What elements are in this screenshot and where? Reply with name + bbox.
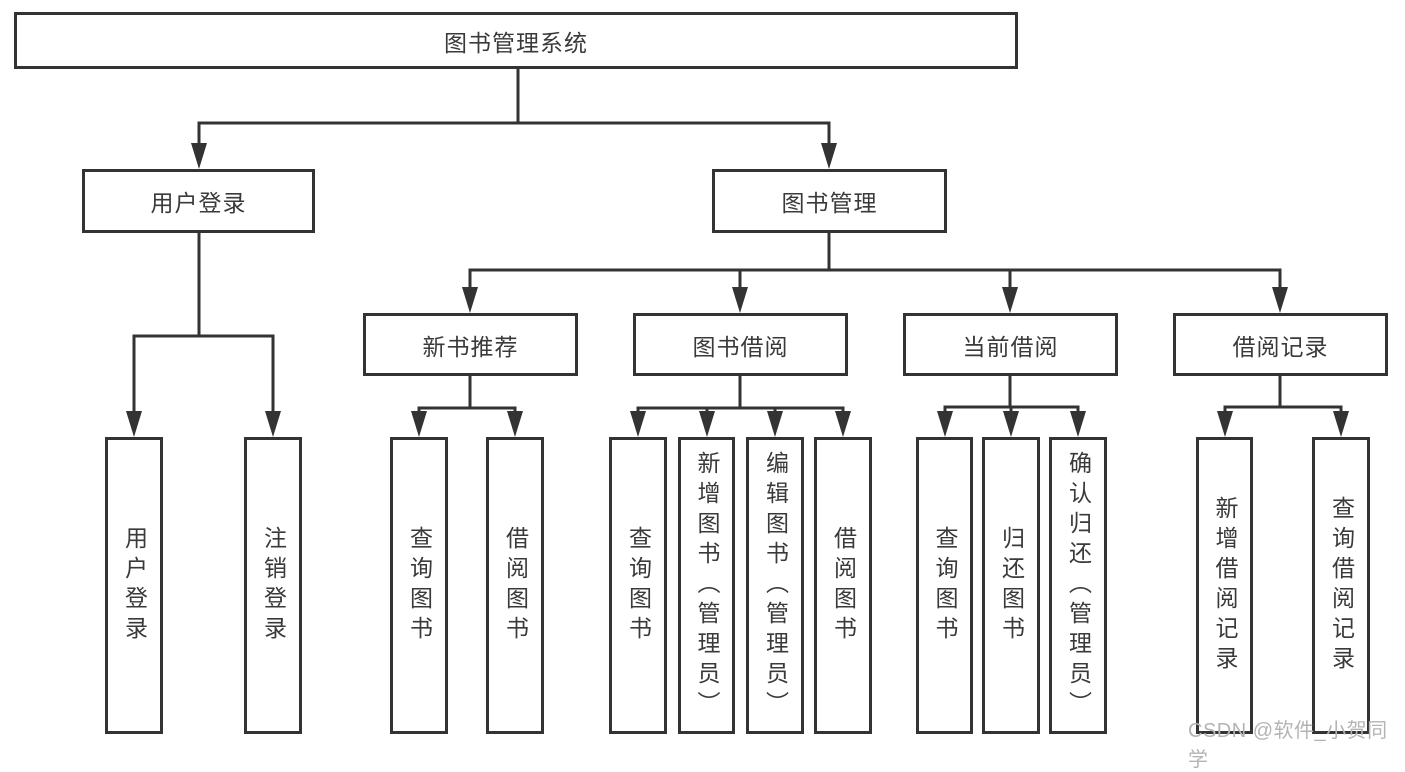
node-return-book: 归还图书 [982, 437, 1040, 734]
node-confirm-return-admin: 确认归还（管理员） [1049, 437, 1107, 734]
node-book-management: 图书管理 [712, 169, 947, 233]
node-borrow-book-under-new-book: 借阅图书 [486, 437, 544, 734]
node-borrowing-records: 借阅记录 [1173, 313, 1388, 376]
node-query-book-under-current: 查询图书 [916, 437, 973, 734]
node-query-book-under-borrowing: 查询图书 [609, 437, 667, 734]
node-logout-leaf: 注销登录 [244, 437, 302, 734]
node-add-book-admin: 新增图书（管理员） [678, 437, 735, 734]
node-book-borrowing: 图书借阅 [633, 313, 848, 376]
org-chart: 图书管理系统 用户登录 图书管理 新书推荐 图书借阅 当前借阅 借阅记录 用户登… [14, 12, 1388, 771]
node-user-login: 用户登录 [82, 169, 315, 233]
node-borrow-book-under-borrowing: 借阅图书 [814, 437, 872, 734]
node-add-borrow-record: 新增借阅记录 [1196, 437, 1253, 734]
node-new-book-recommendation: 新书推荐 [363, 313, 578, 376]
connector-lines [126, 68, 1349, 437]
node-edit-book-admin: 编辑图书（管理员） [746, 437, 804, 734]
node-current-borrowing: 当前借阅 [903, 313, 1118, 376]
node-user-login-leaf: 用户登录 [105, 437, 163, 734]
node-query-borrow-record: 查询借阅记录 [1312, 437, 1370, 734]
node-query-book-under-new-book: 查询图书 [390, 437, 448, 734]
node-library-management-system: 图书管理系统 [14, 12, 1018, 69]
watermark-text: CSDN @软件_小贺同学 [1188, 720, 1388, 771]
